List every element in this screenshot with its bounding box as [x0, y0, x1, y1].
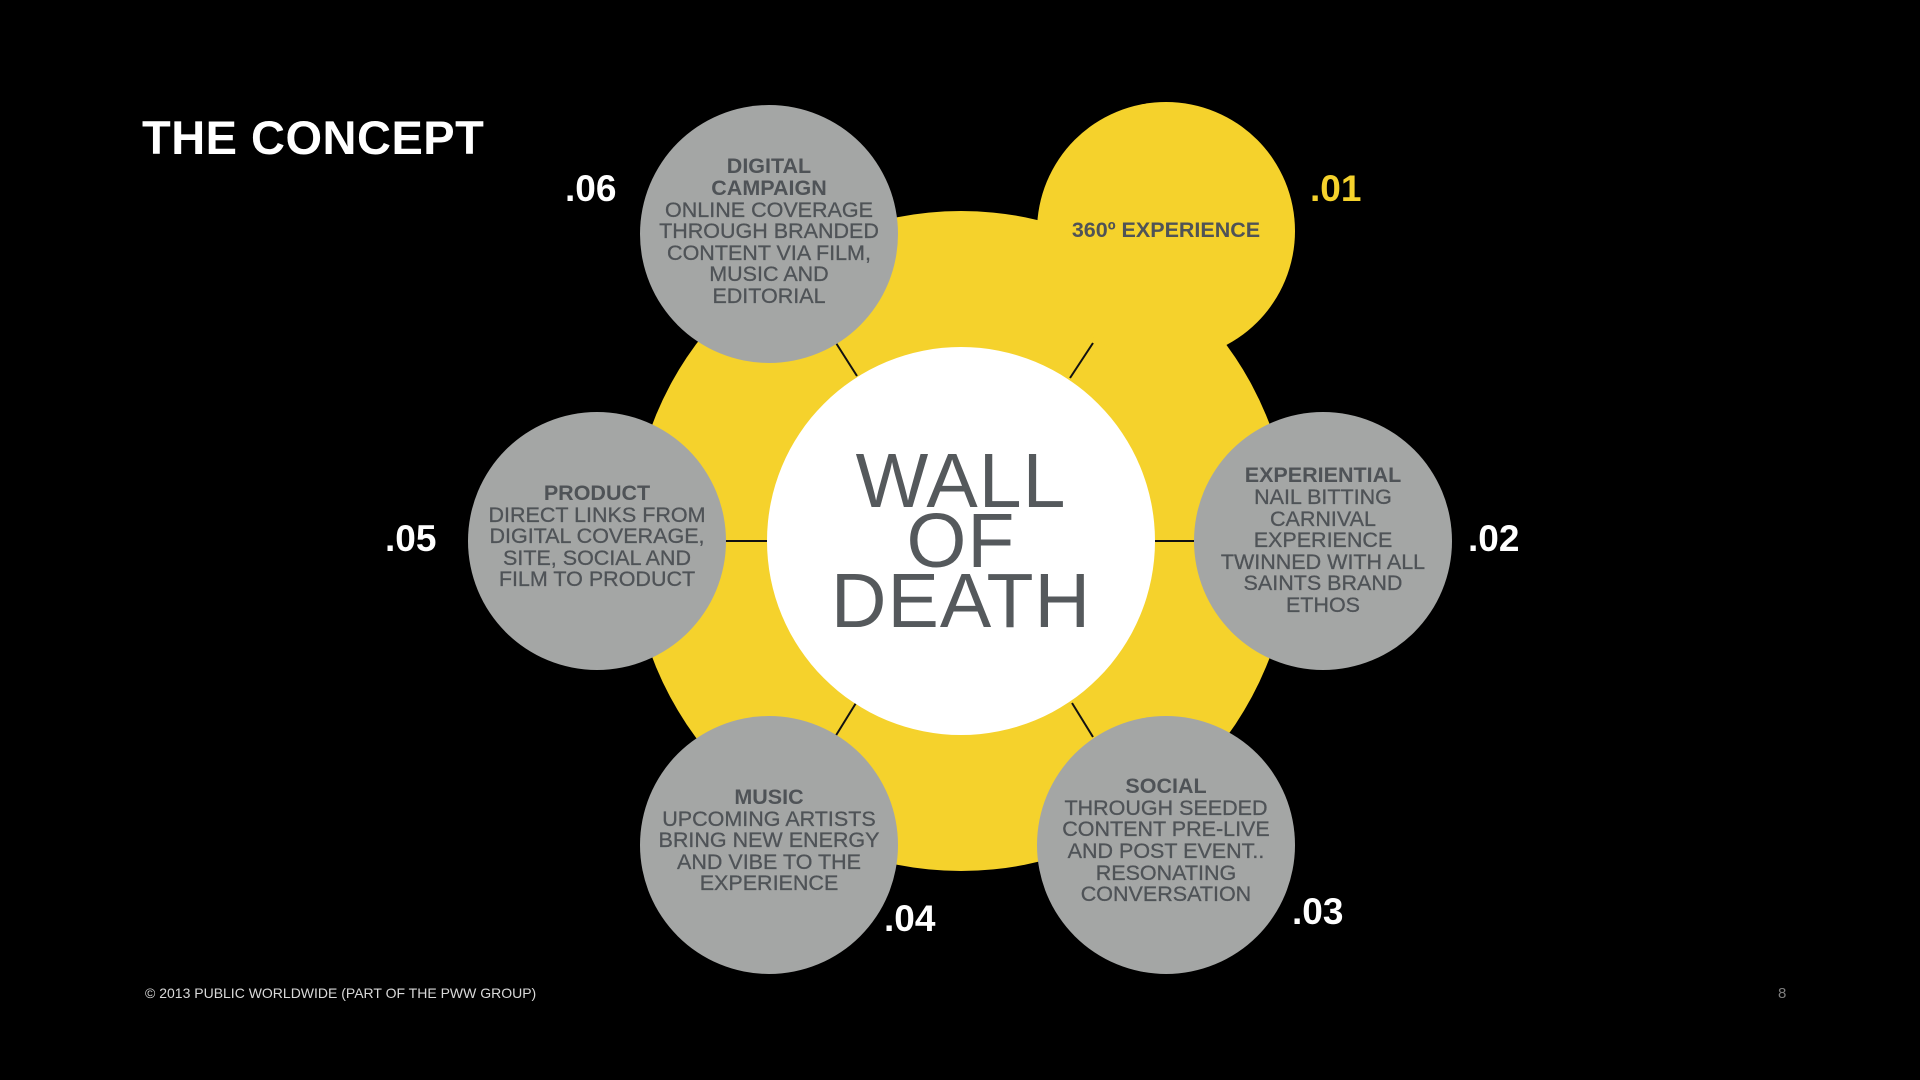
node-circle-03: [1037, 716, 1295, 974]
node-02-number: .02: [1468, 518, 1520, 559]
center-line-3: DEATH: [830, 558, 1092, 644]
node-circle-05: [468, 412, 726, 670]
node-circle-04: [640, 716, 898, 974]
node-06-heading: DIGITAL CAMPAIGN: [711, 154, 827, 201]
node-05-description: DIRECT LINKS FROM DIGITAL COVERAGE, SITE…: [488, 502, 706, 592]
node-03-text: SOCIAL THROUGH SEEDED CONTENT PRE-LIVE A…: [1042, 718, 1290, 964]
node-05-number: .05: [385, 518, 437, 559]
node-03-heading: SOCIAL: [1125, 774, 1207, 799]
node-04-heading: MUSIC: [734, 785, 804, 810]
connector-06: [835, 342, 858, 377]
connector-03: [1071, 702, 1094, 738]
node-01-number: .01: [1310, 168, 1362, 209]
slide-title: THE CONCEPT: [142, 111, 485, 164]
node-06-description: ONLINE COVERAGE THROUGH BRANDED CONTENT …: [659, 197, 879, 308]
center-circle: [767, 347, 1155, 735]
connector-01: [1069, 342, 1094, 379]
node-04-number: .04: [884, 898, 936, 939]
center-title: WALL OF DEATH: [767, 347, 1155, 735]
node-circle-06: [640, 105, 898, 363]
page-number: 8: [1778, 985, 1787, 1002]
center-line-1: WALL: [855, 438, 1067, 524]
connector-04: [834, 702, 857, 738]
node-02-text: EXPERIENTIAL NAIL BITTING CARNIVAL EXPER…: [1199, 418, 1447, 664]
node-05-text: PRODUCT DIRECT LINKS FROM DIGITAL COVERA…: [473, 414, 721, 660]
node-02-heading: EXPERIENTIAL: [1244, 463, 1402, 488]
node-01-heading: 360º EXPERIENCE: [1071, 218, 1261, 243]
node-05-heading: PRODUCT: [543, 481, 651, 506]
node-03-description: THROUGH SEEDED CONTENT PRE-LIVE AND POST…: [1062, 795, 1270, 907]
connector-lines: [725, 342, 1195, 738]
node-04-text: MUSIC UPCOMING ARTISTS BRING NEW ENERGY …: [645, 718, 893, 964]
node-06-text: DIGITAL CAMPAIGN ONLINE COVERAGE THROUGH…: [645, 109, 893, 355]
node-02-description: NAIL BITTING CARNIVAL EXPERIENCE TWINNED…: [1220, 485, 1426, 617]
node-circle-02: [1194, 412, 1452, 670]
node-06-number: .06: [565, 168, 617, 209]
copyright-footer: © 2013 PUBLIC WORLDWIDE (PART OF THE PWW…: [145, 985, 537, 1001]
node-circle-01: [1037, 102, 1295, 360]
center-line-2: OF: [906, 498, 1016, 584]
node-03-number: .03: [1292, 891, 1344, 932]
node-04-description: UPCOMING ARTISTS BRING NEW ENERGY AND VI…: [658, 806, 880, 896]
node-01-text: 360º EXPERIENCE: [1042, 108, 1290, 354]
